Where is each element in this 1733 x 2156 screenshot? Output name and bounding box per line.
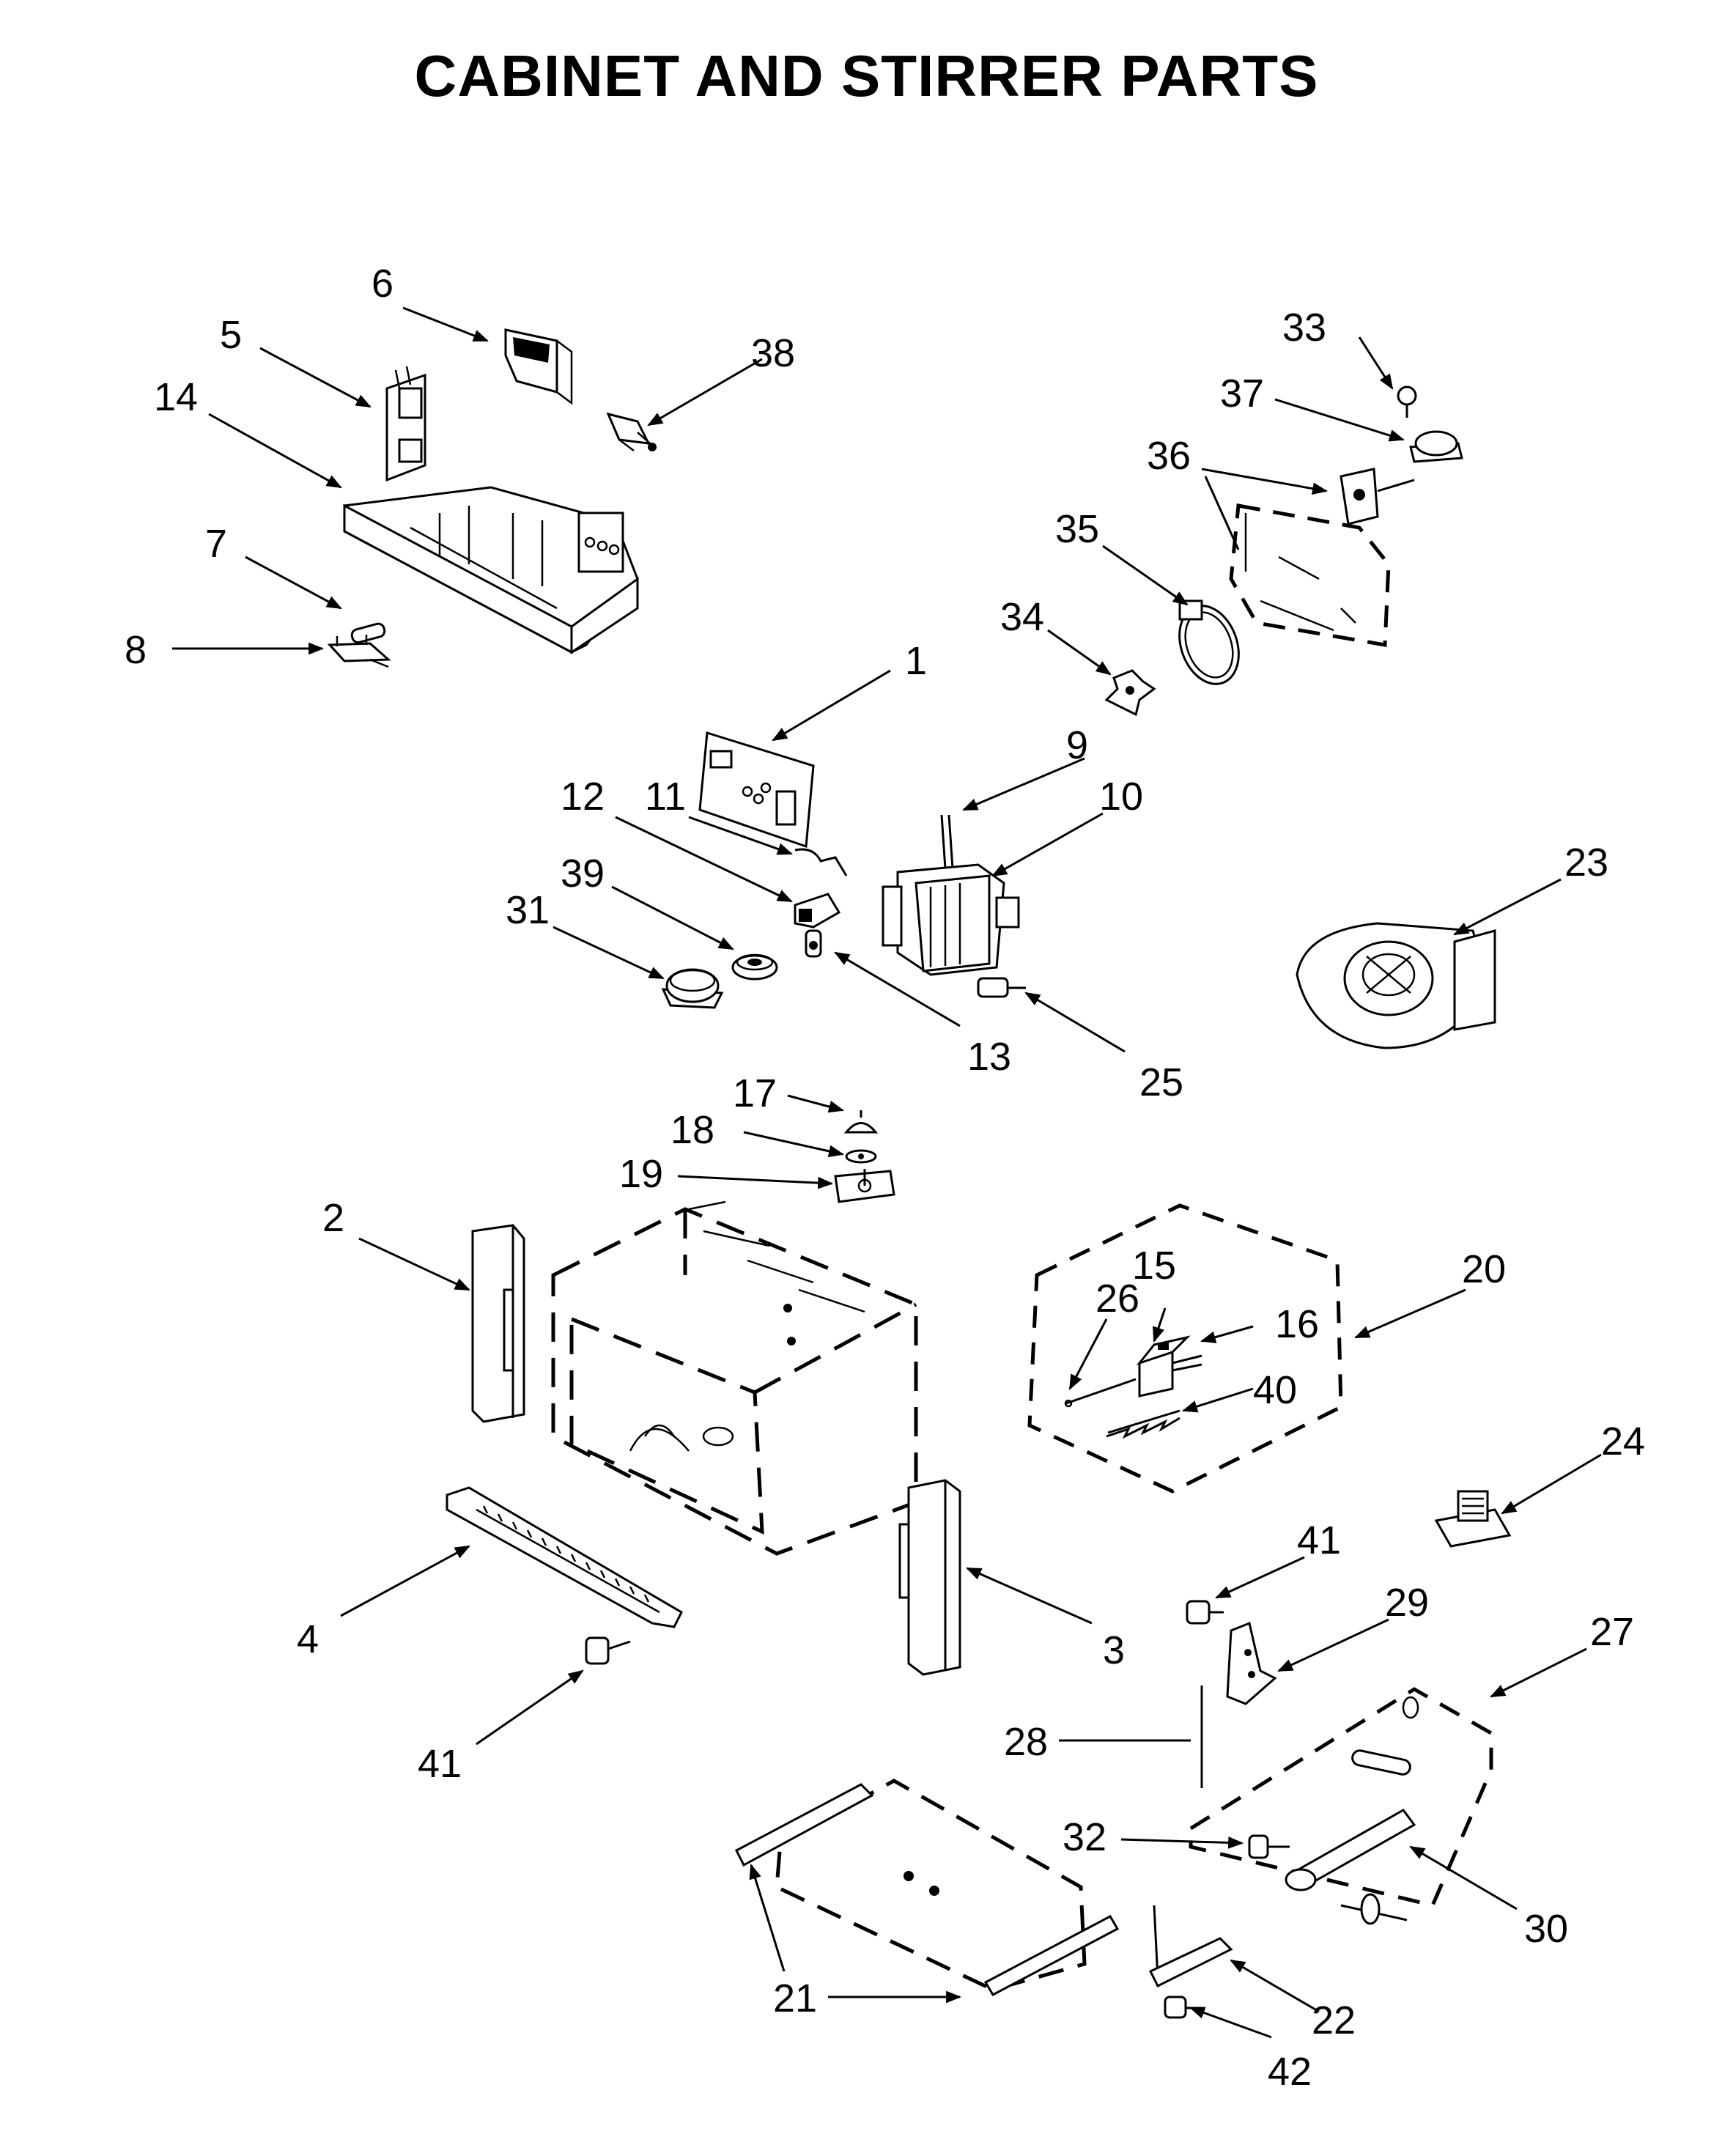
part-32-bolt xyxy=(1248,1834,1290,1859)
callout-29: 29 xyxy=(1385,1581,1429,1625)
callout-5: 5 xyxy=(220,313,242,357)
callout-14: 14 xyxy=(154,375,198,419)
callout-39: 39 xyxy=(561,852,605,896)
callout-41-right: 41 xyxy=(1297,1518,1341,1562)
part-15-terminal-block xyxy=(1136,1335,1191,1398)
part-5-relay-board xyxy=(385,366,426,482)
part-33-screw xyxy=(1397,385,1417,418)
part-9-wire-lead xyxy=(940,814,954,869)
callout-41-left: 41 xyxy=(418,1742,462,1786)
part-29-bracket xyxy=(1226,1621,1277,1705)
part-39-grommet xyxy=(731,953,778,981)
part-24-transformer xyxy=(1434,1490,1512,1548)
callout-12: 12 xyxy=(561,775,605,819)
callout-2: 2 xyxy=(322,1196,344,1240)
callout-20: 20 xyxy=(1462,1247,1506,1291)
part-8-fuse-holder xyxy=(327,635,391,668)
callout-7: 7 xyxy=(205,522,227,566)
callout-11: 11 xyxy=(645,775,686,819)
callout-9: 9 xyxy=(1066,723,1088,767)
part-41-screw-left xyxy=(585,1636,631,1665)
callout-26: 26 xyxy=(1095,1277,1139,1321)
part-7-fuse xyxy=(350,622,386,644)
part-30-belt xyxy=(1285,1809,1416,1891)
part-23-blower xyxy=(1296,922,1496,1049)
part-19-bracket xyxy=(834,1169,895,1203)
callout-37: 37 xyxy=(1220,372,1264,416)
callout-labels: 6 38 5 14 7 8 1 9 10 12 11 39 31 13 25 3… xyxy=(125,262,1645,2094)
part-31-thermostat xyxy=(661,968,724,1009)
callout-31: 31 xyxy=(506,888,550,932)
callout-16: 16 xyxy=(1275,1302,1319,1346)
callout-23: 23 xyxy=(1564,841,1608,885)
part-20-cooktop-group xyxy=(1027,1203,1343,1494)
callout-34: 34 xyxy=(1000,595,1044,639)
oven-cavity-assembly xyxy=(551,1200,918,1556)
callout-22: 22 xyxy=(1312,1998,1356,2042)
part-4-rail xyxy=(446,1486,683,1628)
part-3-side-panel xyxy=(898,1479,961,1676)
callout-8: 8 xyxy=(125,628,147,672)
part-25-screw xyxy=(977,977,1026,998)
part-30-shaft xyxy=(1340,1893,1408,1925)
callout-38: 38 xyxy=(751,331,795,375)
callout-18: 18 xyxy=(670,1108,714,1152)
part-11-wire xyxy=(794,848,848,876)
callout-24: 24 xyxy=(1601,1420,1645,1463)
part-1-control-board xyxy=(698,731,815,849)
callout-15: 15 xyxy=(1132,1244,1176,1288)
page-title: CABINET AND STIRRER PARTS xyxy=(414,43,1319,108)
callout-6: 6 xyxy=(372,262,393,306)
callout-32: 32 xyxy=(1063,1815,1106,1859)
part-6-connector xyxy=(504,328,573,405)
callout-17: 17 xyxy=(733,1071,777,1115)
part-27-drive-group xyxy=(1189,1687,1493,1908)
callout-35: 35 xyxy=(1055,507,1099,551)
callout-13: 13 xyxy=(967,1035,1011,1079)
callout-4: 4 xyxy=(297,1617,319,1661)
callout-10: 10 xyxy=(1099,775,1143,819)
callout-33: 33 xyxy=(1282,306,1326,350)
part-35-stirrer-belt xyxy=(1178,599,1240,685)
callout-25: 25 xyxy=(1139,1060,1183,1104)
part-40-spring xyxy=(1106,1409,1180,1439)
callout-3: 3 xyxy=(1103,1628,1125,1672)
callout-30: 30 xyxy=(1524,1907,1568,1951)
callout-27: 27 xyxy=(1590,1610,1634,1654)
callout-28: 28 xyxy=(1004,1720,1048,1764)
part-18-washer xyxy=(845,1149,877,1164)
part-26-probe-rod xyxy=(1064,1378,1137,1408)
callout-1: 1 xyxy=(905,639,927,683)
part-14-control-bracket xyxy=(343,486,639,654)
part-36-stirrer-bracket xyxy=(1229,468,1415,647)
part-21-floor-assembly xyxy=(735,1779,1120,1996)
part-10-magnetron xyxy=(882,863,1020,976)
part-13-switch xyxy=(805,929,822,958)
callout-19: 19 xyxy=(619,1152,663,1196)
callout-40: 40 xyxy=(1253,1368,1297,1412)
part-37-thermostat xyxy=(1409,430,1463,463)
callout-42: 42 xyxy=(1268,2050,1312,2094)
part-17-knob xyxy=(843,1110,879,1134)
part-2-side-panel xyxy=(471,1224,525,1423)
part-16-connector xyxy=(1172,1354,1202,1372)
part-22-hinge xyxy=(1148,1905,1233,1988)
callout-36: 36 xyxy=(1147,434,1191,478)
callout-21: 21 xyxy=(773,1976,817,2020)
leader-lines xyxy=(172,306,1602,2039)
part-34-stirrer-blade xyxy=(1104,669,1156,717)
part-41-screw-right xyxy=(1186,1600,1224,1625)
part-42-screw xyxy=(1164,1996,1202,2019)
part-38-switch xyxy=(606,412,657,451)
part-12-switch-bracket xyxy=(794,893,841,929)
